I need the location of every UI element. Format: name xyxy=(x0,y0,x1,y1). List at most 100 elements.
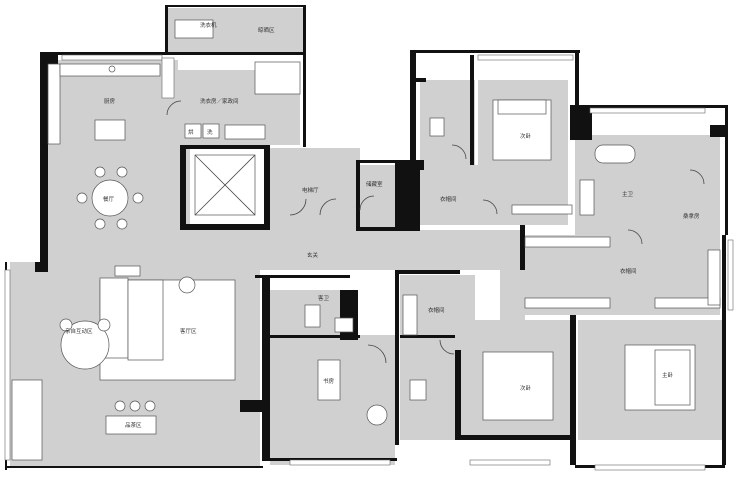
ottoman xyxy=(114,265,141,277)
label-family-zone: 亲自互动区 xyxy=(65,327,93,335)
label-study: 书房 xyxy=(323,377,335,385)
wall xyxy=(360,160,420,163)
label-master-bedroom: 主卧 xyxy=(662,371,674,379)
wall xyxy=(455,435,575,440)
label-bedroom-lower: 次卧 xyxy=(520,384,532,392)
room-fills xyxy=(10,8,723,467)
pillow xyxy=(497,99,547,115)
wall xyxy=(180,224,270,230)
door-swing xyxy=(367,344,387,364)
entrance-floor xyxy=(190,230,525,270)
wardrobe xyxy=(524,297,611,309)
wall xyxy=(410,50,580,53)
wall xyxy=(303,5,306,55)
wall xyxy=(262,458,397,461)
window-study xyxy=(289,459,391,466)
window-master xyxy=(594,464,706,471)
wall xyxy=(240,400,262,412)
door-swing xyxy=(439,339,455,355)
toilet xyxy=(429,117,445,137)
dryer xyxy=(184,123,202,139)
wardrobe xyxy=(511,204,573,215)
label-sauna: 桑拿房 xyxy=(683,212,700,220)
chair xyxy=(116,218,128,230)
label-elevator-hall: 电梯厅 xyxy=(302,186,319,194)
wall xyxy=(270,335,360,338)
wardrobe xyxy=(524,236,611,248)
wall xyxy=(575,50,579,135)
label-kitchen: 厨房 xyxy=(104,97,116,105)
kitchen-counter-left xyxy=(47,63,61,145)
wall xyxy=(578,105,728,108)
bed-lower xyxy=(482,351,554,421)
bed-master-blanket xyxy=(654,349,691,406)
label-wash: 洗 xyxy=(207,128,213,136)
door-swing xyxy=(166,100,182,116)
label-cloak-master: 衣帽间 xyxy=(620,267,637,275)
label-master-bath: 主卫 xyxy=(622,190,634,198)
study-desk xyxy=(317,359,341,401)
wall xyxy=(395,270,460,274)
washer xyxy=(202,123,220,139)
window-bedroom-upper xyxy=(477,54,574,61)
wall xyxy=(710,125,725,137)
wall xyxy=(395,270,399,445)
label-guest-wc: 客卫 xyxy=(318,294,330,302)
wall xyxy=(303,52,306,147)
label-storage: 储藏室 xyxy=(366,180,383,188)
door-swing xyxy=(359,195,375,211)
sink-icon xyxy=(108,65,116,73)
stool xyxy=(129,400,141,412)
label-dry: 烘 xyxy=(188,128,194,136)
wall xyxy=(40,52,58,64)
wall xyxy=(40,52,305,55)
wardrobe xyxy=(707,249,721,306)
bear-rug xyxy=(60,320,110,370)
planter xyxy=(11,379,43,461)
door-swing xyxy=(451,144,467,160)
wall xyxy=(262,275,270,460)
label-drying-area: 晾晒区 xyxy=(258,26,275,34)
wall xyxy=(570,315,576,465)
label-laundry-room: 洗衣房／家政间 xyxy=(200,97,239,105)
label-tea-area: 品茶区 xyxy=(125,421,142,429)
wall xyxy=(520,225,525,270)
bath-upper-floor xyxy=(420,80,475,165)
laundry-counter xyxy=(224,124,266,140)
chair xyxy=(94,166,106,178)
wall xyxy=(180,145,186,230)
window-bedroom-lower xyxy=(469,459,551,466)
wall xyxy=(455,350,461,440)
armchair xyxy=(178,276,196,294)
wall xyxy=(340,290,358,340)
chair xyxy=(132,192,144,204)
stool xyxy=(114,400,126,412)
door-swing xyxy=(319,198,337,216)
window-cloak xyxy=(727,239,734,311)
wall xyxy=(356,160,360,230)
washer-unit xyxy=(174,19,214,39)
coffee-table xyxy=(127,279,164,361)
label-dining: 餐厅 xyxy=(103,195,115,203)
tea-table xyxy=(105,415,157,435)
door-swing xyxy=(289,198,307,216)
toilet xyxy=(409,379,427,401)
wall xyxy=(356,227,420,231)
wall xyxy=(470,55,474,165)
label-washing-machine: 洗衣机 xyxy=(200,21,217,29)
chair xyxy=(76,192,88,204)
wall xyxy=(180,145,270,149)
wall xyxy=(264,145,270,230)
chair xyxy=(116,166,128,178)
dining-table xyxy=(91,179,129,217)
guest-sink xyxy=(334,317,354,333)
wall xyxy=(416,160,424,170)
wall xyxy=(395,160,420,230)
doors xyxy=(166,100,705,364)
double-sink xyxy=(579,179,595,216)
wall xyxy=(35,262,47,272)
window-kitchen-side xyxy=(161,57,175,99)
bear-ear xyxy=(97,318,111,332)
room-labels: 晾晒区 洗衣机 厨房 洗衣房／家政间 烘 洗 餐厅 电梯厅 储藏室 玄关 客卫 … xyxy=(65,21,700,429)
